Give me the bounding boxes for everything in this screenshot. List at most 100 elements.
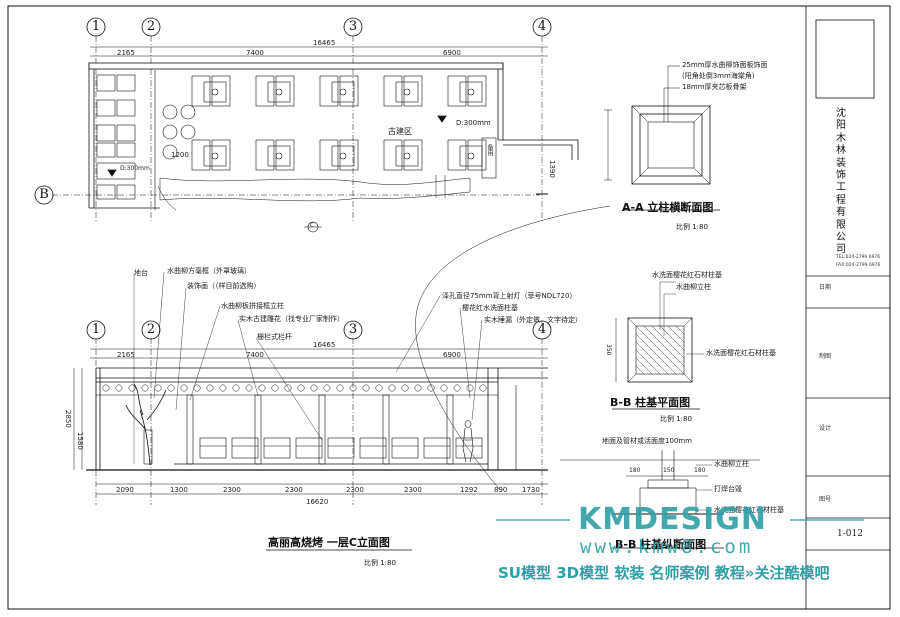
elev-bdim-3: 2300 [223,486,241,494]
ceiling-light [336,384,344,392]
bb-sec-dim-2: 150 [663,467,675,474]
bb-sec-note-3: 打焊台毁 [714,485,742,493]
ceiling-light [167,384,175,392]
booth-seat-bottom [403,139,423,171]
plan-area-label: 古建区 [388,127,412,136]
ceiling-light [310,384,318,392]
elev-bdim-4: 2300 [285,486,303,494]
callout-leader [395,295,441,373]
booth-seat-bottom [339,139,359,171]
ceiling-light [375,384,383,392]
elev-title: 高丽高烧烤 一层C立面图 [268,536,390,549]
elev-bdim-1: 2090 [116,486,134,494]
elev-callout-4: 水曲柳板拼接框立柱 [221,302,284,310]
ceiling-light [323,384,331,392]
ceiling-light [427,384,435,392]
elevation-c [73,271,552,551]
bb-plan-note-1: 水洗面樱花红石材柱基 [652,271,722,279]
booth-seat-bottom [275,139,295,171]
elev-callout-3: 装饰画（（样目前选购） [187,282,261,290]
table-top-burner [211,88,219,96]
callout-leader [255,337,323,441]
elev-dim-1: 2165 [117,351,135,359]
table-bottom [267,145,291,167]
elev-callout-1: 地台 [134,269,148,277]
ceiling-light [388,384,396,392]
hatch-line [635,325,685,375]
booth-seat-top [255,75,275,107]
elev-bdim-8: 890 [494,486,508,494]
booth-seat-bottom [383,139,403,171]
elev-bdim-7: 1292 [460,486,478,494]
company-fax: FAX:024-2799 6976 [836,263,881,268]
booth-seat-top [383,75,403,107]
booth-seat-top [467,75,487,107]
plan-level-left: D:300mm [120,165,150,172]
elev-bdim-6: 2300 [404,486,422,494]
plan-dim-2: 7400 [246,49,264,57]
ceiling-light [349,384,357,392]
field-date: 日期 [819,284,832,291]
watermark-url: www.kmw8.com [580,536,754,558]
ceiling-light [479,384,487,392]
elev-height-2: 1580 [76,432,84,450]
table-bottom [459,145,483,167]
bb-sec-note-1: 地面及管材或活面度100mm [602,437,692,445]
ceiling-light [128,384,136,392]
bb-plan-note-3: 水洗面樱花红石材柱基 [706,349,776,357]
table-top-burner [275,88,283,96]
railing-panel [231,437,259,459]
elev-callout-6: 栅栏式栏杆 [257,333,292,341]
grid-label-2: 2 [146,19,156,34]
ceiling-light [193,384,201,392]
booth-seat-top [319,75,339,107]
grid-label-3-elev: 3 [348,322,358,337]
grid-label-2-elev: 2 [146,322,156,337]
booth-seat-top [211,75,231,107]
table-top [267,81,291,103]
table-top [331,81,355,103]
table-bottom [331,145,355,167]
callout-leader [237,319,259,397]
booth-seat-bottom [447,139,467,171]
aa-note-2: (阳角处倒3mm海棠角) [682,72,755,80]
railing-panel [423,437,451,459]
hatch-line [635,333,677,375]
plan-dim-right: 1390 [548,160,556,178]
ceiling-light [219,384,227,392]
field-drawing-number: 图号 [819,496,832,503]
ceiling-light [271,384,279,392]
section-bb [560,450,760,549]
ceiling-light [115,384,123,392]
hatch-line [643,325,685,367]
booth-seat-bottom [255,139,275,171]
table-bottom-burner [275,152,283,160]
floor-plan [34,17,579,233]
elev-height-1: 2850 [64,410,72,428]
railing-panel [263,437,291,459]
ceiling-light [245,384,253,392]
table-top-burner [339,88,347,96]
grid-label-4: 4 [537,19,547,34]
callout-leader [153,271,165,399]
plan-dim-1: 2165 [117,49,135,57]
booth-seat-bottom [191,139,211,171]
ceiling-light [180,384,188,392]
table-top [203,81,227,103]
bb-plan-title: B-B 柱基平面图 [610,396,691,409]
bb-sec-dim-1: 180 [629,467,641,474]
ceiling-light [206,384,214,392]
bb-plan-scale: 比例 1:80 [660,415,692,423]
aa-note-3: 18mm厚夹芯板骨架 [682,83,747,91]
aa-title: A-A 立柱横断面图 [622,201,714,214]
ceiling-light [102,384,110,392]
table-top [395,81,419,103]
ceiling-light [297,384,305,392]
hatch-line [667,325,685,343]
hatch-line [675,325,685,335]
grid-label-1: 1 [91,19,101,34]
elev-bdim-total: 16620 [306,498,329,506]
elev-callout-7: 泽孔直径75mm背上射灯（菲号NDL720） [442,292,577,300]
elev-callout-2: 水曲柳方毫框（外罩玻璃） [167,267,251,275]
plan-side-label: 备用 [486,144,493,156]
